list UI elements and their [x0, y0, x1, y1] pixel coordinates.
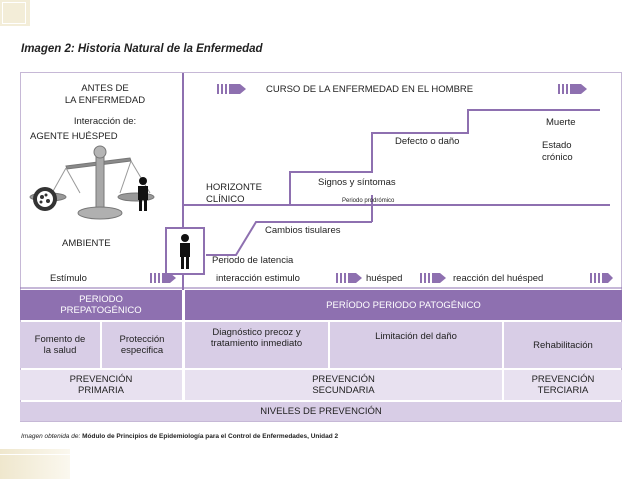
- stage-prodromal: Periodo prodrómico: [342, 198, 395, 204]
- source-caption: Imagen obtenida de: Módulo de Principios…: [21, 433, 339, 440]
- flow-interaction: interacción estimulo: [216, 273, 300, 284]
- person-icon: [180, 234, 190, 269]
- host-person-icon: [138, 177, 148, 211]
- flow-host: huésped: [366, 273, 403, 284]
- period-pathogenic: PERÍODO PERIODO PATOGÉNICO: [185, 290, 622, 320]
- stage-latency: Periodo de latencia: [212, 255, 294, 266]
- interaction-label: Interacción de:: [73, 116, 137, 127]
- stage-tissue-changes: Cambios tisulares: [265, 225, 341, 236]
- environment-label: AMBIENTE: [62, 238, 111, 249]
- levels-of-prevention: NIVELES DE PREVENCIÓN: [20, 402, 622, 421]
- flow-reaction: reacción del huésped: [453, 273, 544, 284]
- stage-death: Muerte: [546, 117, 576, 128]
- agent-icon: [33, 187, 57, 211]
- stimulus-label: Estímulo: [50, 273, 87, 284]
- figure-title: Imagen 2: Historia Natural de la Enferme…: [21, 43, 263, 55]
- action-rehabilitation: Rehabilitación: [504, 322, 622, 368]
- stage-defect: Defecto o daño: [395, 136, 460, 147]
- stage-signs: Signos y síntomas: [318, 177, 396, 188]
- agent-host-label: AGENTE HUÉSPED: [30, 131, 118, 142]
- corner-decoration: [0, 0, 30, 26]
- course-header: CURSO DE LA ENFERMEDAD EN EL HOMBRE: [266, 84, 474, 95]
- action-damage-limitation: Limitación del daño: [330, 322, 502, 368]
- corner-decoration-bottom: [0, 449, 70, 479]
- diagram-frame: [20, 72, 622, 422]
